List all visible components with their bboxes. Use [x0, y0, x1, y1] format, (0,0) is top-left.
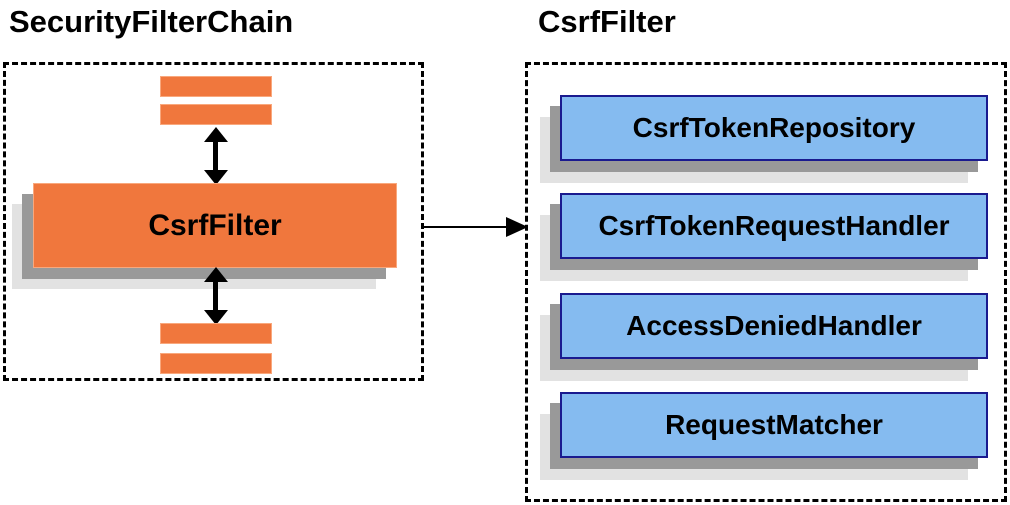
filter-bar	[160, 76, 272, 97]
filter-bar	[160, 323, 272, 344]
filter-bar	[160, 104, 272, 125]
csrf-filter-title: CsrfFilter	[538, 4, 676, 39]
csrf-filter-components-container	[525, 62, 1007, 502]
component-box-csrf-token-repository: CsrfTokenRepository	[560, 95, 988, 161]
csrf-filter-box: CsrfFilter	[33, 183, 397, 268]
component-box-access-denied-handler: AccessDeniedHandler	[560, 293, 988, 359]
arrow-down-head-icon	[203, 310, 228, 325]
filter-bar	[160, 353, 272, 374]
bidirectional-arrow-icon	[203, 267, 228, 325]
security-filter-chain-title: SecurityFilterChain	[9, 4, 294, 39]
arrow-up-head-icon	[203, 127, 228, 142]
flow-arrow-icon	[424, 217, 528, 237]
arrow-up-head-icon	[203, 267, 228, 282]
component-box-csrf-token-request-handler: CsrfTokenRequestHandler	[560, 193, 988, 259]
arrow-right-head-icon	[506, 217, 528, 237]
arrow-down-head-icon	[203, 170, 228, 185]
security-filter-chain-container	[3, 62, 424, 381]
bidirectional-arrow-icon	[203, 127, 228, 185]
component-box-request-matcher: RequestMatcher	[560, 392, 988, 458]
